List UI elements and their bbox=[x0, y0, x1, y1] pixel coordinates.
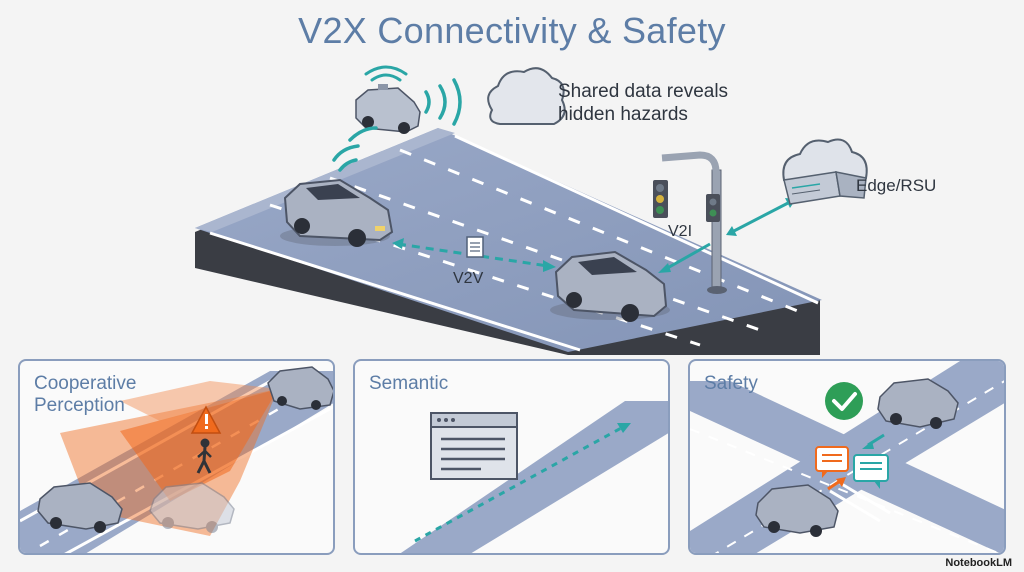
car-icon bbox=[149, 482, 235, 533]
cloud-icon bbox=[487, 67, 566, 125]
panel-title-semantic: Semantic bbox=[369, 373, 449, 394]
pedestrian-icon bbox=[196, 438, 212, 474]
panel-cooperative-perception: Cooperative Perception bbox=[18, 359, 335, 555]
page-title: V2X Connectivity & Safety bbox=[298, 10, 726, 51]
edge-rsu-label: Edge/RSU bbox=[856, 176, 937, 195]
browser-window-icon bbox=[430, 412, 518, 480]
v2v-label: V2V bbox=[453, 270, 484, 287]
brand-label: NotebookLM bbox=[945, 557, 1012, 569]
lane-marking bbox=[399, 148, 801, 314]
panel-semantic: Semantic bbox=[353, 359, 670, 555]
car-left bbox=[280, 178, 394, 247]
warning-icon bbox=[190, 405, 222, 434]
sensor-cone bbox=[120, 389, 278, 501]
v2i-label: V2I bbox=[668, 223, 693, 240]
road-edge-line bbox=[454, 134, 819, 305]
edge-rsu-cloud-icon bbox=[782, 138, 868, 205]
main-road bbox=[195, 128, 822, 355]
wifi-signal-icon bbox=[424, 78, 462, 126]
chat-bubble-icon bbox=[815, 446, 849, 478]
panel-safety: Safety bbox=[688, 359, 1006, 555]
checkmark-icon bbox=[825, 382, 863, 420]
wifi-signal-icon bbox=[332, 126, 378, 172]
cooperative-perception-illustration bbox=[20, 366, 333, 553]
data-path bbox=[414, 425, 624, 543]
semantic-illustration bbox=[400, 401, 668, 553]
traffic-light-icon bbox=[653, 151, 727, 294]
connected-car-icon bbox=[355, 65, 421, 134]
car-icon bbox=[37, 482, 123, 533]
chat-bubble-icon bbox=[853, 454, 889, 489]
panel-title-safety: Safety bbox=[704, 373, 758, 394]
car-icon bbox=[267, 366, 333, 410]
car-icon bbox=[877, 378, 959, 429]
car-center bbox=[550, 250, 670, 322]
caption-text: Shared data reveals hidden hazards bbox=[558, 81, 729, 125]
document-icon bbox=[466, 236, 484, 258]
road-edge-line bbox=[209, 231, 581, 352]
wifi-signal-icon bbox=[364, 65, 408, 82]
v2v-link bbox=[392, 236, 556, 272]
panel-title-cooperative-perception: Cooperative Perception bbox=[34, 373, 137, 416]
car-icon bbox=[755, 484, 839, 537]
safety-illustration bbox=[690, 361, 1004, 553]
